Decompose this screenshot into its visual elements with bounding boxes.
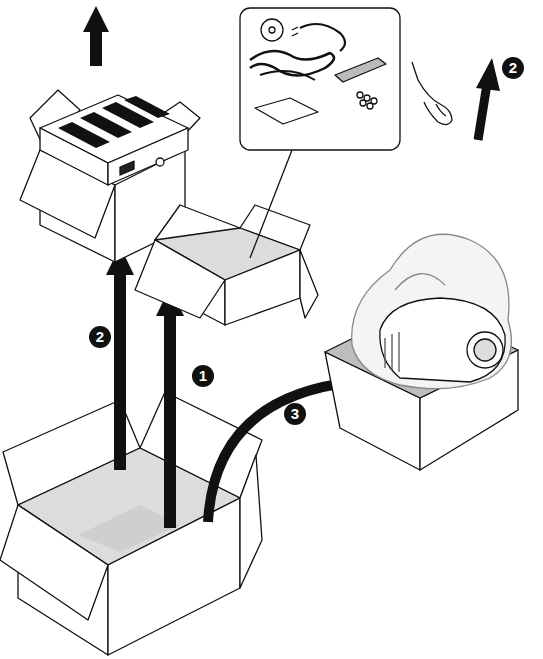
- accessories-inset-part-part: [360, 100, 366, 106]
- projector-box-part: [385, 332, 399, 372]
- receiver-device: [40, 95, 188, 185]
- accessory-box: [135, 205, 318, 325]
- hand-part: [436, 104, 446, 116]
- callout-number: 2: [502, 57, 524, 79]
- accessories-inset-part: [357, 92, 377, 109]
- projector-box: [325, 234, 518, 470]
- accessories-inset-part: [255, 98, 318, 124]
- callout-number: 1: [192, 365, 214, 387]
- accessories-inset-part: [250, 150, 292, 258]
- receiver-device-part: [120, 161, 134, 175]
- projector-box-part: [352, 234, 512, 388]
- lift-arrow-part: [478, 84, 487, 140]
- lift-arrow-part: [476, 58, 500, 91]
- lift-arrow-part: [106, 246, 134, 470]
- accessory-box-part: [300, 250, 318, 318]
- accessories-inset-part: [269, 27, 275, 33]
- hand: [412, 62, 452, 125]
- accessories-inset-part: [260, 71, 315, 80]
- callout-number: 2: [89, 326, 111, 348]
- receiver-device-part: [58, 96, 170, 148]
- projector-box-part: [380, 298, 505, 382]
- hand-part: [418, 80, 452, 125]
- projector-box-part: [467, 332, 503, 368]
- callout-number: 3: [284, 403, 306, 425]
- accessories-inset-part: [240, 8, 400, 150]
- accessories-inset-part-part: [367, 103, 373, 109]
- lift-arrow-part: [83, 6, 109, 66]
- accessories-inset-part-part: [357, 92, 363, 98]
- receiver-device-part: [156, 158, 164, 166]
- projector-box-part: [474, 339, 496, 361]
- lift-arrow-part: [156, 287, 184, 528]
- shipping-box: [0, 392, 262, 655]
- accessories-inset: [240, 8, 400, 258]
- accessories-inset-part: [292, 27, 298, 36]
- shipping-box-part: [0, 505, 108, 620]
- projector-box-part: [395, 274, 445, 290]
- accessories-inset-part: [261, 19, 283, 41]
- shipping-box-part: [240, 455, 262, 588]
- receiver-device-part-part: [124, 96, 170, 118]
- hand-part: [412, 62, 418, 80]
- accessories-inset-part: [335, 58, 386, 82]
- accessory-box-part: [225, 250, 300, 325]
- accessory-box-part: [135, 240, 225, 318]
- lift-arrow-part: [208, 382, 352, 522]
- accessories-inset-part: [300, 24, 345, 51]
